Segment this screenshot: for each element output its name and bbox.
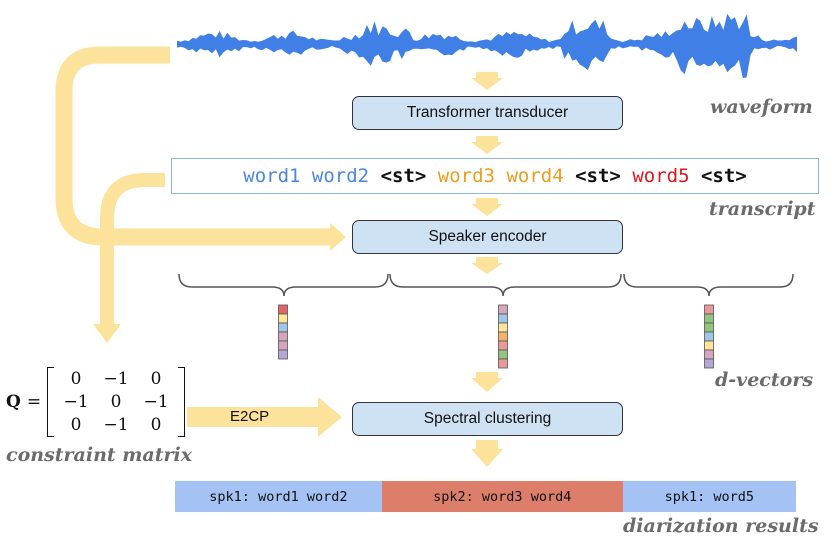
matrix-cell: 0 [70, 415, 82, 435]
d-vector-cell [278, 322, 288, 333]
d-vector-cell [704, 358, 714, 369]
transcript-to-matrix-arrowhead [93, 324, 121, 343]
speaker-encoder-box: Speaker encoder [352, 220, 623, 254]
matrix-right-bracket [178, 367, 186, 437]
matrix-cells: 0 −1 0 −1 0 −1 0 −1 0 [54, 368, 178, 437]
flow-arrow-transcript-to-encoder [471, 198, 503, 216]
token-space [621, 165, 632, 187]
d-vector-cell [704, 313, 714, 324]
matrix-cell: −1 [143, 392, 169, 412]
matrix-cell: −1 [103, 369, 129, 389]
d-vector-cell [498, 322, 508, 333]
segment-brace-1 [178, 273, 389, 297]
diarization-segment: spk1: word5 [622, 481, 796, 512]
e2cp-arrow [187, 397, 342, 437]
flow-arrow-transducer-to-transcript [471, 136, 503, 154]
transcript-word: word2 [311, 165, 370, 187]
flow-arrow-clustering-to-results [471, 440, 503, 467]
d-vector-cell [278, 304, 288, 315]
constraint-matrix-caption: constraint matrix [6, 444, 193, 466]
constraint-matrix: Q = 0 −1 0 −1 0 −1 0 −1 0 [6, 364, 186, 440]
d-vector-cell [498, 331, 508, 342]
token-space [426, 165, 437, 187]
d-vector-cell [704, 349, 714, 360]
speaker-encoder-label: Speaker encoder [428, 228, 547, 245]
transcript-box: word1 word2 <st> word3 word4 <st> word5 … [171, 158, 819, 194]
d-vector-cell [498, 313, 508, 324]
diarization-results-caption: diarization results [623, 515, 819, 537]
d-vector-cell [498, 340, 508, 351]
d-vector-cell [704, 331, 714, 342]
d-vector-cell [704, 340, 714, 351]
d-vector-cell [278, 313, 288, 324]
transcript-word: word4 [506, 165, 564, 187]
d-vector-cell [498, 349, 508, 360]
d-vector-cell [704, 322, 714, 333]
segment-brace-2 [389, 273, 622, 297]
matrix-cell: −1 [63, 392, 89, 412]
transcript-to-matrix-arrow [100, 173, 165, 326]
diarization-segment: spk2: word3 word4 [381, 481, 623, 512]
spectral-clustering-label: Spectral clustering [423, 410, 552, 427]
d-vector-cell [498, 304, 508, 315]
d-vector-stacks [278, 304, 714, 369]
matrix-name: Q [6, 392, 21, 412]
d-vector-cell [278, 349, 288, 360]
matrix-cell: 0 [150, 415, 162, 435]
matrix-equals: = [26, 392, 42, 412]
speaker-turn-token: <st> [700, 165, 747, 187]
e2cp-label: E2CP [230, 408, 270, 425]
d-vectors-caption: d-vectors [715, 369, 814, 391]
d-vector-cell [278, 340, 288, 351]
spectral-clustering-box: Spectral clustering [352, 402, 623, 436]
diarization-segment: spk1: word1 word2 [175, 481, 382, 512]
flow-arrow-encoder-to-braces [471, 257, 503, 274]
d-vector-cell [278, 331, 288, 342]
d-vector-cell [498, 358, 508, 369]
matrix-cell: −1 [103, 415, 129, 435]
speaker-turn-token: <st> [575, 165, 621, 187]
matrix-left-bracket [47, 367, 55, 437]
segment-brace-3 [623, 273, 794, 297]
transcript-word: word3 [437, 165, 495, 187]
waveform-signal [177, 13, 797, 78]
token-space [495, 165, 506, 187]
transcript-caption: transcript [709, 198, 816, 220]
d-vector-cell [704, 304, 714, 315]
token-space [300, 165, 311, 187]
matrix-cell: 0 [110, 392, 122, 412]
waveform-to-encoder-arrow [55, 46, 332, 246]
flow-arrow-dvectors-to-clustering [471, 372, 503, 392]
transformer-transducer-box: Transformer transducer [352, 96, 623, 130]
token-space [564, 165, 575, 187]
matrix-cell: 0 [150, 369, 162, 389]
transformer-transducer-label: Transformer transducer [406, 104, 569, 121]
speaker-turn-token: <st> [380, 165, 427, 187]
flow-arrow-waveform-to-transducer [471, 72, 503, 90]
token-space [690, 165, 701, 187]
waveform-to-encoder-arrowhead [330, 223, 346, 251]
matrix-cell: 0 [70, 369, 82, 389]
transcript-word: word5 [632, 165, 690, 187]
transcript-word: word1 [243, 165, 301, 187]
waveform-caption: waveform [710, 96, 813, 118]
token-space [369, 165, 380, 187]
